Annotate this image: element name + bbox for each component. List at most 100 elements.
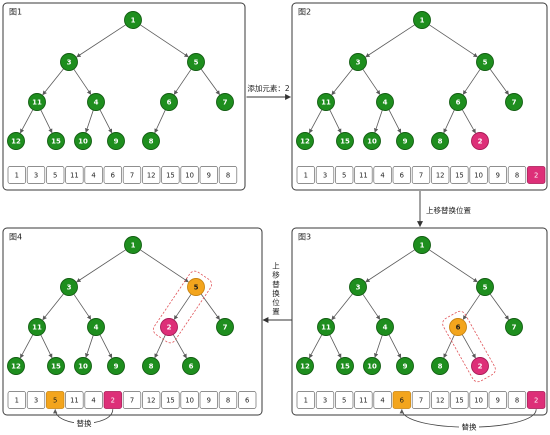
array-cell: 6 (392, 391, 411, 409)
tree-node: 6 (449, 93, 467, 111)
node-circle (216, 93, 234, 111)
node-circle (296, 357, 314, 375)
node-value: 11 (32, 324, 42, 332)
tree-node: 11 (28, 93, 46, 111)
node-circle (87, 318, 105, 336)
array-cell: 1 (296, 391, 315, 409)
node-value: 9 (114, 363, 119, 371)
array-cell-value: 7 (130, 171, 134, 179)
swap-pair-highlight (153, 270, 212, 344)
tree-node: 1 (124, 236, 142, 254)
array-cell-value: 4 (380, 396, 384, 404)
node-circle (107, 357, 125, 375)
array-cell-box (450, 391, 469, 409)
node-value: 7 (223, 324, 228, 332)
array-cell: 1 (7, 391, 26, 409)
node-value: 10 (78, 363, 88, 371)
swap-indicator: 替换 (399, 408, 537, 432)
array-cell-box (431, 166, 450, 184)
transition-label-vertical: 上移替换位置 (271, 262, 281, 317)
tree-node: 2 (471, 357, 489, 375)
node-circle (376, 318, 394, 336)
node-value: 15 (51, 363, 61, 371)
tree-node: 7 (505, 93, 523, 111)
array-cell-box (507, 391, 527, 409)
node-value: 9 (403, 138, 408, 146)
node-value: 8 (149, 363, 154, 371)
array-cell-box (315, 166, 335, 184)
tree-node: 12 (296, 357, 314, 375)
tree-node: 10 (363, 357, 381, 375)
node-value: 15 (51, 138, 61, 146)
tree-node: 1 (124, 11, 142, 29)
tree-node: 7 (216, 93, 234, 111)
tree-edge (461, 334, 476, 359)
array-cell-value: 12 (147, 396, 156, 404)
node-circle (431, 357, 449, 375)
array-cell-value: 1 (304, 171, 308, 179)
node-value: 8 (438, 363, 443, 371)
tree-edge (489, 68, 509, 95)
array-cell-box (488, 391, 507, 409)
node-value: 3 (356, 284, 361, 292)
tree-edge (308, 109, 323, 134)
array-cell-value: 9 (496, 171, 500, 179)
array-cell-value: 10 (185, 396, 194, 404)
node-value: 10 (367, 363, 377, 371)
array-cell-box (315, 391, 335, 409)
array-cell-value: 8 (515, 171, 519, 179)
node-circle (28, 93, 46, 111)
array-cell: 11 (354, 391, 373, 409)
array-cell: 12 (431, 166, 450, 184)
node-value: 4 (94, 99, 99, 107)
node-circle (47, 132, 65, 150)
tree-node: 3 (349, 278, 367, 296)
tree-node: 9 (107, 132, 125, 150)
tree-edge (331, 293, 354, 321)
array-cell-value: 1 (15, 171, 19, 179)
array-cell-value: 11 (359, 396, 368, 404)
array-cell-box (354, 166, 373, 184)
node-circle (413, 11, 431, 29)
tree-node: 2 (471, 132, 489, 150)
node-circle (476, 53, 494, 71)
array-cell-value: 8 (515, 396, 519, 404)
tree-edge (85, 109, 94, 133)
array-cell-box (122, 166, 142, 184)
tree-node: 9 (396, 357, 414, 375)
tree-node: 8 (431, 357, 449, 375)
transition-sift-up-1: 上移替换位置 (417, 191, 471, 228)
tree-node: 8 (142, 357, 160, 375)
node-value: 3 (67, 284, 72, 292)
panel-title: 图2 (298, 8, 311, 17)
array-cell-value: 11 (70, 171, 79, 179)
array-cell: 6 (238, 391, 257, 409)
array-cell-box (161, 391, 180, 409)
array-cell: 10 (180, 166, 199, 184)
array-cell-box (84, 166, 103, 184)
node-value: 5 (194, 59, 199, 67)
array-cell-box (373, 391, 392, 409)
node-value: 15 (340, 138, 350, 146)
tree-edge (329, 334, 342, 359)
tree-node: 9 (107, 357, 125, 375)
array-cell: 1 (296, 166, 315, 184)
array-cell-box (469, 166, 488, 184)
array-cell-value: 7 (419, 396, 423, 404)
node-circle (60, 278, 78, 296)
array-cell-value: 12 (436, 171, 445, 179)
node-circle (476, 278, 494, 296)
tree-node: 12 (7, 132, 25, 150)
array-cell: 6 (392, 166, 411, 184)
array-cell-box (431, 391, 450, 409)
tree-edge (73, 293, 92, 320)
node-circle (396, 357, 414, 375)
tree-node: 6 (160, 93, 178, 111)
node-value: 6 (456, 99, 461, 107)
tree-edge (443, 109, 455, 134)
tree-node: 5 (476, 278, 494, 296)
array-cell-value: 9 (207, 396, 211, 404)
